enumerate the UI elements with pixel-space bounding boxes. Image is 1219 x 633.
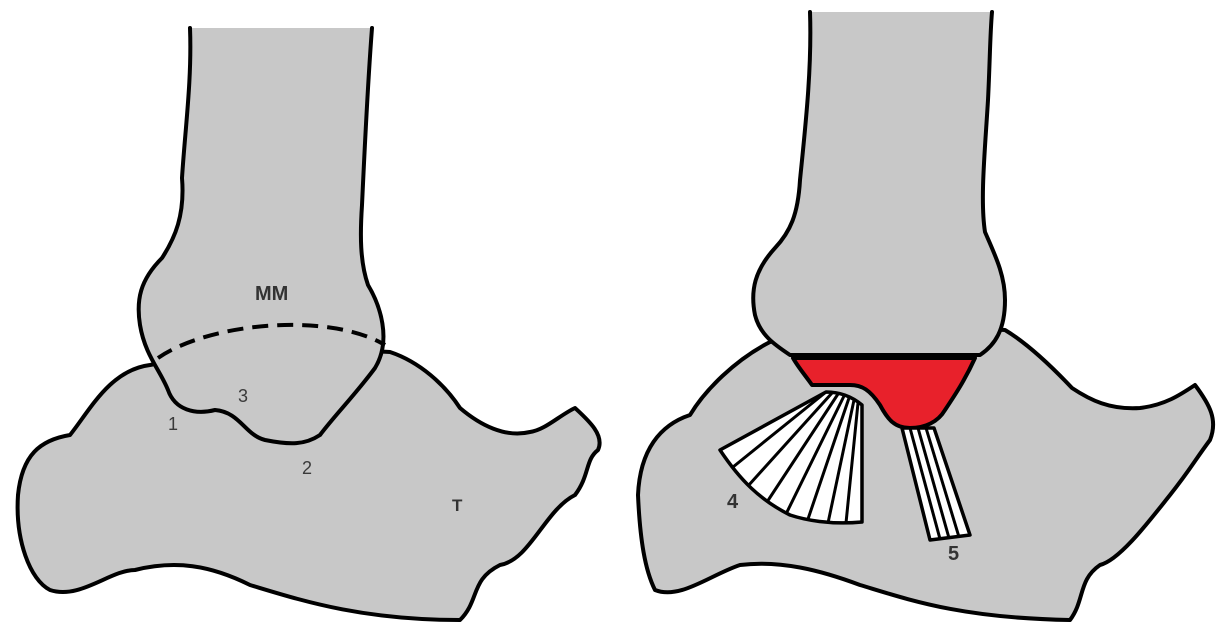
right-tibia-shaft xyxy=(753,12,1005,355)
left-panel: MM 1 3 2 T xyxy=(18,28,600,620)
label-4: 4 xyxy=(727,491,739,513)
label-mm: MM xyxy=(255,283,288,305)
label-2: 2 xyxy=(302,458,312,478)
label-3: 3 xyxy=(238,386,248,406)
right-panel: 4 5 xyxy=(638,12,1213,620)
label-t: T xyxy=(452,496,463,515)
label-5: 5 xyxy=(948,543,959,565)
left-tibia-shaft xyxy=(139,28,384,443)
label-1: 1 xyxy=(168,414,178,434)
